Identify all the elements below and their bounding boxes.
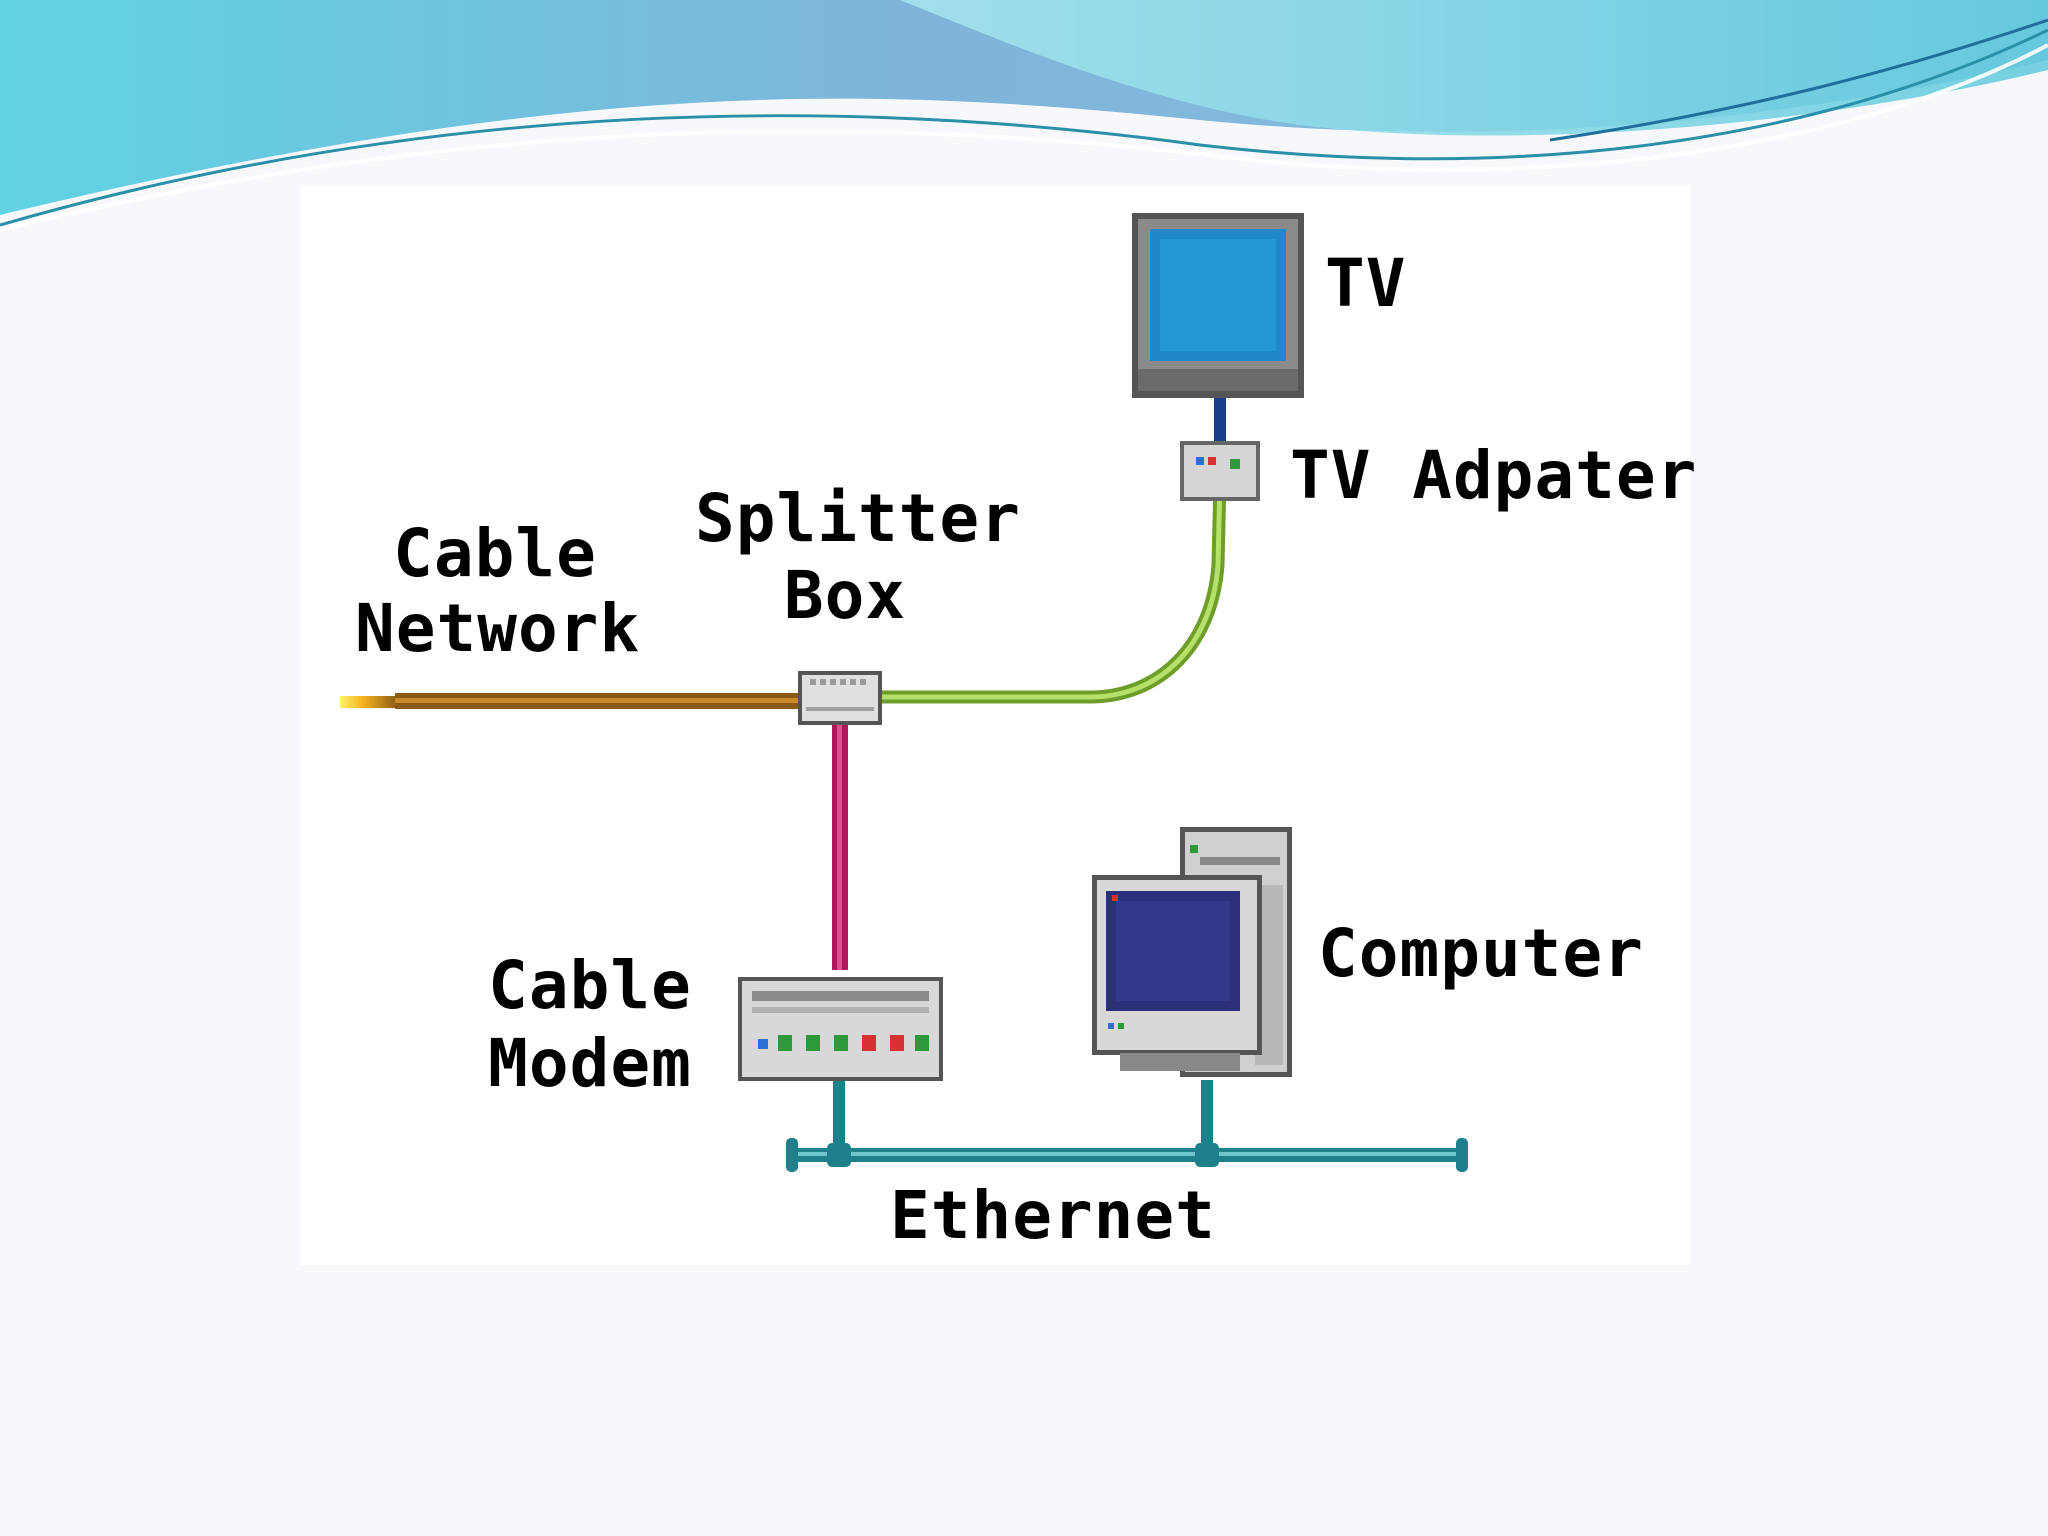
network-diagram: TV TV Adpater Cable Network Splitter Box… [300,185,1696,1265]
label-cable-modem-line1: Cable [488,947,692,1024]
slide-header-wave [0,0,2048,232]
label-splitter-box-line1: Splitter [695,480,1021,557]
cable-modem-icon [738,977,943,1081]
label-cable-network-line2: Network [355,590,641,667]
computer-icon [1092,827,1292,1077]
splitter-box-icon [798,671,882,725]
tv-adapter-line [1214,395,1226,445]
label-ethernet: Ethernet [890,1177,1216,1254]
ethernet-bus [786,1080,1468,1172]
label-splitter-box-line2: Box [783,557,907,634]
cable-network-line [340,693,805,709]
tv-adapter-icon [1180,441,1260,501]
tv-icon [1132,213,1304,398]
label-tv: TV [1325,245,1407,322]
modem-coax-line [832,725,848,970]
label-tv-adapter: TV Adpater [1290,437,1698,514]
label-cable-modem-line2: Modem [488,1025,692,1102]
label-cable-network-line1: Cable [393,515,597,592]
label-computer: Computer [1318,915,1644,992]
